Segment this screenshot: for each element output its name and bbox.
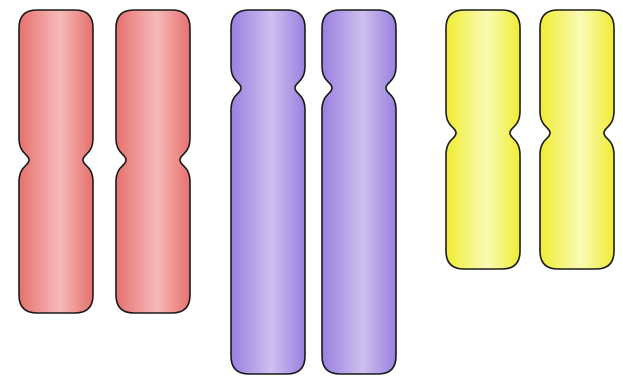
pair-red — [19, 10, 190, 313]
pair-red-chromosome-2 — [116, 10, 190, 313]
pair-yellow — [446, 10, 614, 269]
chromosome-shape — [116, 10, 190, 313]
chromosome-shape — [446, 10, 520, 269]
chromosome-shape — [231, 10, 305, 374]
pair-purple-chromosome-2 — [322, 10, 396, 374]
chromosome-pairs — [19, 10, 614, 374]
pair-purple-chromosome-1 — [231, 10, 305, 374]
chromosome-shape — [19, 10, 93, 313]
pair-red-chromosome-1 — [19, 10, 93, 313]
chromosome-shape — [322, 10, 396, 374]
pair-yellow-chromosome-2 — [540, 10, 614, 269]
pair-purple — [231, 10, 396, 374]
chromosome-shape — [540, 10, 614, 269]
pair-yellow-chromosome-1 — [446, 10, 520, 269]
